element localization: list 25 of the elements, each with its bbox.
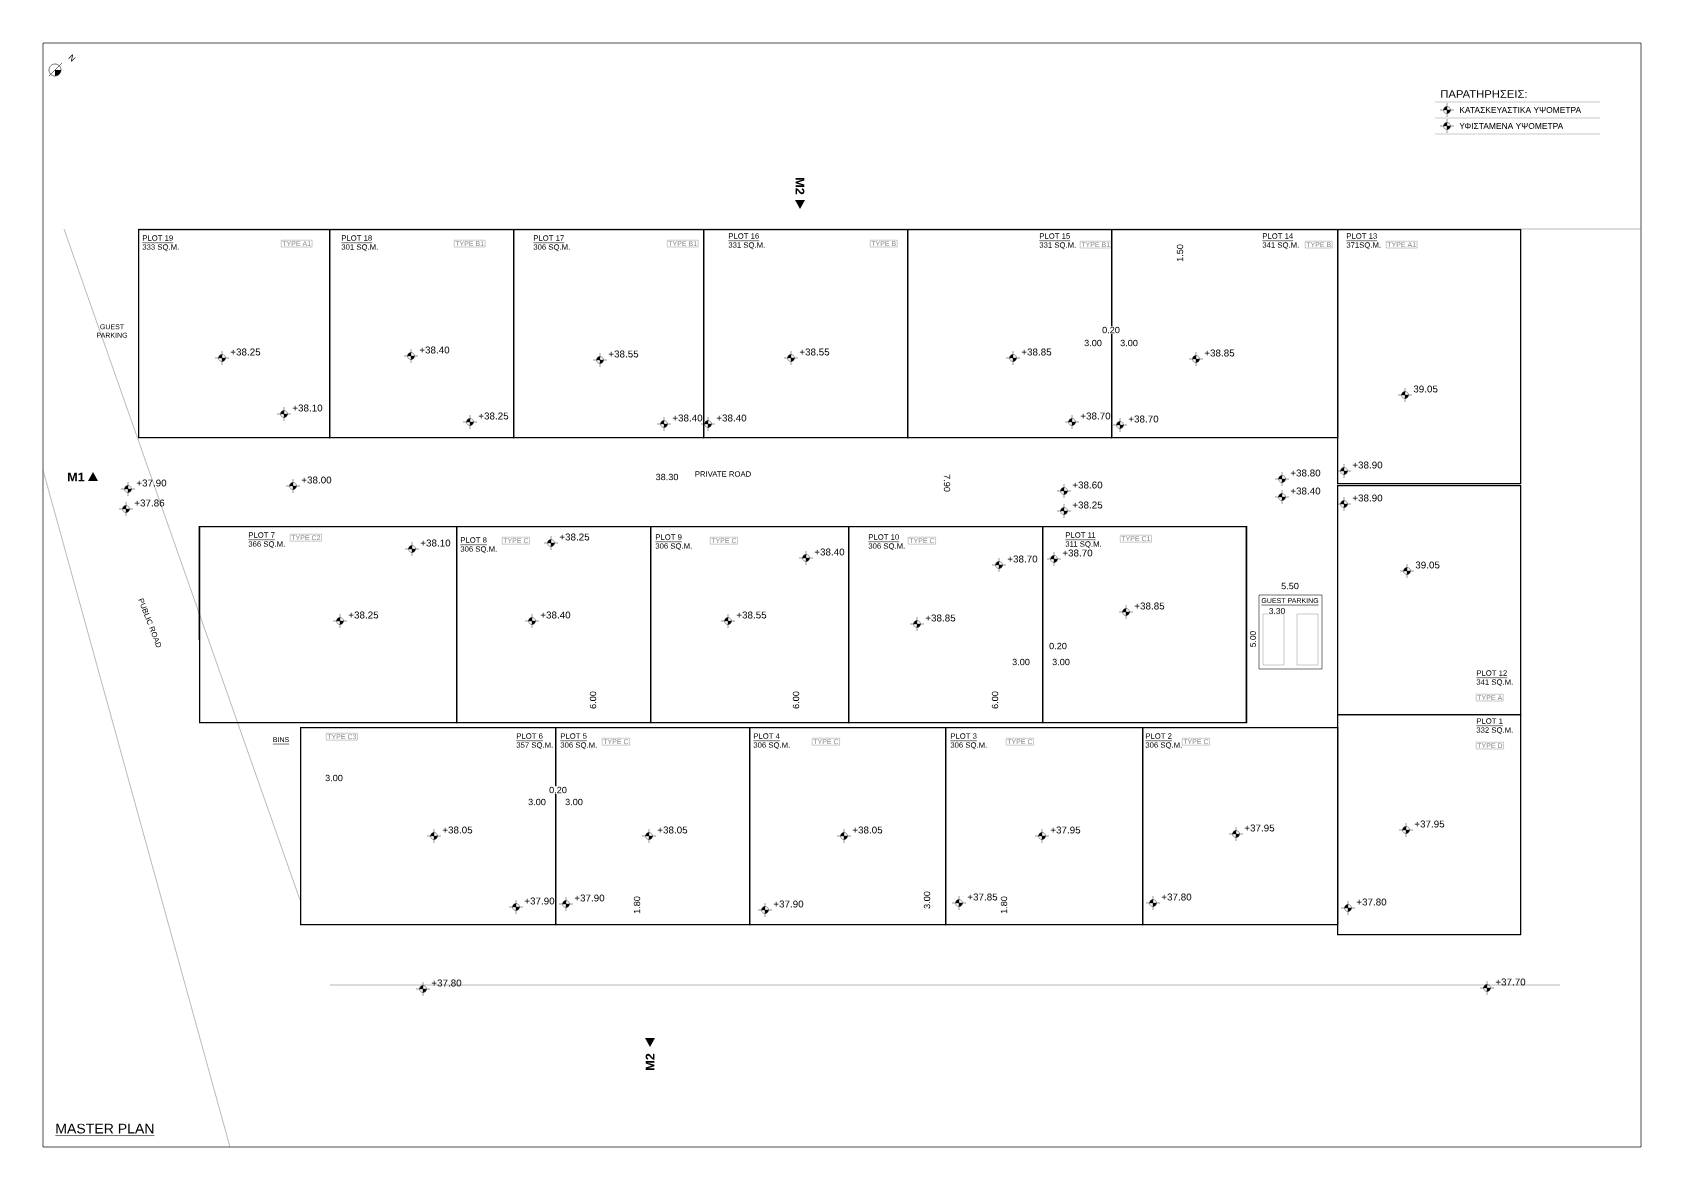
- dimension-text: 0.20: [1101, 326, 1121, 334]
- dimension-text: 3.00: [564, 798, 584, 806]
- dimension-text: 3.00: [527, 798, 547, 806]
- dimension-text: 3.00: [1083, 339, 1103, 347]
- dimension-text: 5.50: [1280, 582, 1300, 590]
- legend-entry: ΥΦΙΣΤΑΜΕΝΑ ΥΨΟΜΕΤΡΑ: [1439, 118, 1564, 134]
- dimension-text: 3.00: [1011, 658, 1031, 666]
- dimension-text: 38.30: [655, 473, 679, 481]
- dimension-text: 6.00: [792, 690, 800, 710]
- dimension-text: 6.00: [589, 690, 597, 710]
- dimension-text: 3.00: [1051, 658, 1071, 666]
- dimension-text: 0.20: [1048, 642, 1068, 650]
- dimension-text: 0.20: [548, 786, 568, 794]
- dimension-text: 1.80: [633, 895, 641, 915]
- legend-entry: ΚΑΤΑΣΚΕΥΑΣΤΙΚΑ ΥΨΟΜΕΤΡΑ: [1439, 102, 1582, 118]
- dimension-text: 3.00: [324, 774, 344, 782]
- dimension-text: 3.00: [1119, 339, 1139, 347]
- notes-heading: ΠΑΡΑΤΗΡΗΣΕΙΣ:: [1441, 90, 1527, 98]
- dimension-text: 3.00: [923, 890, 931, 910]
- dimension-text: 6.00: [991, 690, 999, 710]
- dimension-text: 1.80: [1000, 895, 1008, 915]
- drawing-title: MASTER PLAN: [55, 1123, 155, 1136]
- dimension-text: 7.90: [943, 473, 951, 493]
- dimension-text: 1.50: [1176, 243, 1184, 263]
- dimension-text: 3.30: [1268, 607, 1286, 615]
